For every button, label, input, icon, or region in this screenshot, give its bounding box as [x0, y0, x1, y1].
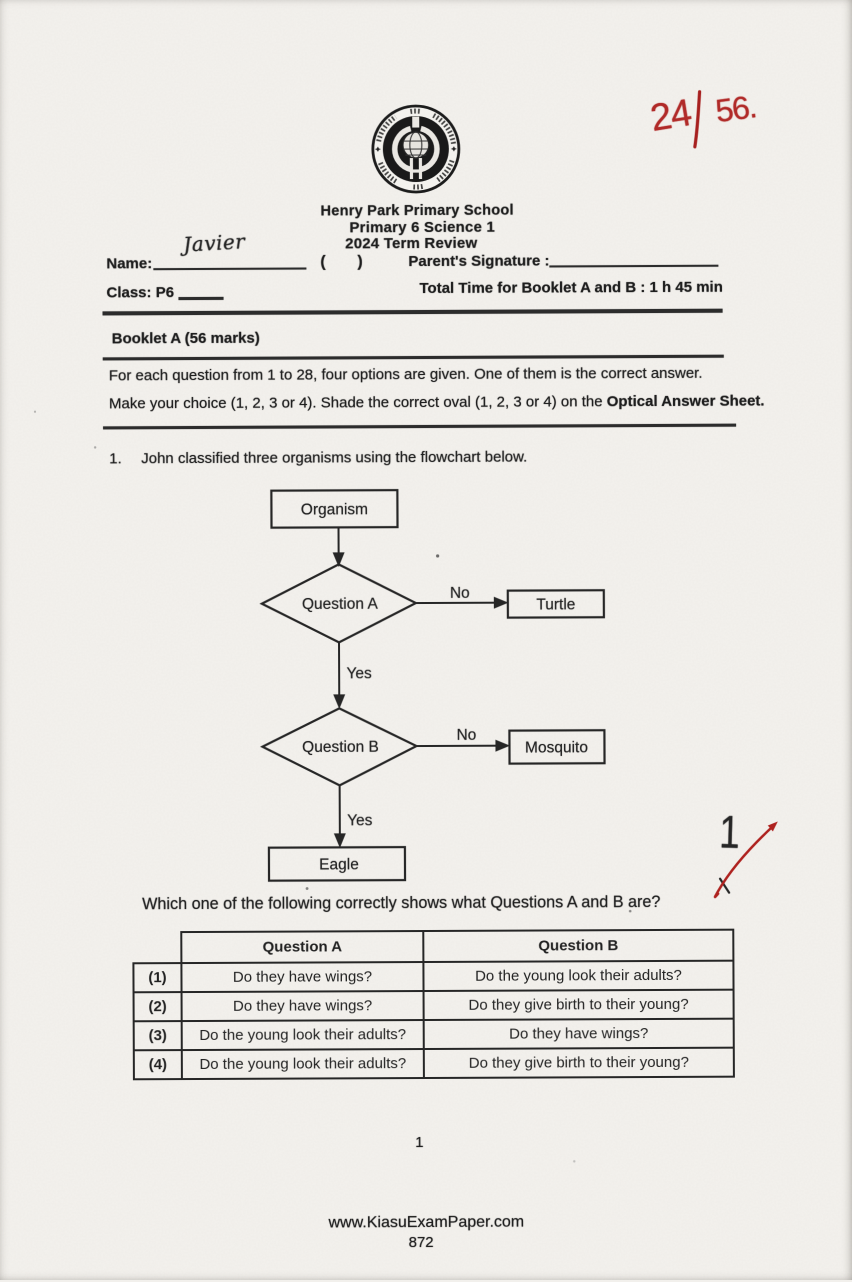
instruction-1: For each question from 1 to 28, four opt… — [109, 365, 703, 385]
class-label: Class: P6 — [106, 284, 174, 301]
flowchart-decision-b-label: Question B — [302, 739, 379, 756]
option-2-label: (2) — [134, 992, 182, 1021]
option-4-question-a: Do the young look their adults? — [182, 1049, 424, 1079]
footer-website: www.KiasuExamPaper.com — [329, 1214, 525, 1233]
flowchart-no-b-label: No — [456, 727, 476, 744]
total-time: Total Time for Booklet A and B : 1 h 45 … — [419, 279, 722, 297]
option-2-question-b: Do they give birth to their young? — [424, 990, 734, 1020]
flowchart-turtle-label: Turtle — [536, 596, 575, 613]
instruction-2: Make your choice (1, 2, 3 or 4). Shade t… — [109, 393, 765, 413]
table-corner-cell — [133, 932, 181, 963]
instruction-2-bold: Optical Answer Sheet. — [607, 393, 765, 411]
flowchart-mosquito-label: Mosquito — [525, 739, 588, 756]
question-1-number: 1. — [109, 450, 122, 467]
score-annotation: 24 56. — [638, 84, 768, 165]
instructions-divider — [103, 424, 736, 429]
name-label: Name: — [106, 255, 152, 272]
score-total: 56. — [714, 88, 758, 130]
options-table: Question A Question B (1) Do they have w… — [132, 929, 735, 1081]
flowchart-yes-b-label: Yes — [347, 812, 373, 829]
table-row: (3) Do the young look their adults? Do t… — [134, 1019, 734, 1051]
table-row: (2) Do they have wings? Do they give bir… — [134, 990, 734, 1022]
option-3-question-b: Do they have wings? — [424, 1019, 734, 1049]
school-logo-icon — [370, 103, 462, 195]
handwritten-student-name: Javier — [183, 229, 246, 256]
flowchart-organism-label: Organism — [301, 501, 368, 518]
flowchart-decision-a-label: Question A — [302, 596, 379, 613]
option-4-label: (4) — [134, 1050, 182, 1079]
instruction-2-text: Make your choice (1, 2, 3 or 4). Shade t… — [109, 393, 607, 412]
parent-signature-label: Parent's Signature : — [408, 252, 549, 270]
footer-paper-code: 872 — [409, 1234, 434, 1251]
booklet-divider — [103, 355, 724, 360]
header-divider — [103, 309, 723, 315]
table-header-question-a: Question A — [181, 931, 423, 963]
booklet-title: Booklet A (56 marks) — [112, 330, 260, 348]
question-1-text: John classified three organisms using th… — [141, 449, 527, 468]
option-3-label: (3) — [134, 1021, 182, 1050]
option-4-question-b: Do they give birth to their young? — [424, 1048, 734, 1078]
option-1-label: (1) — [133, 963, 181, 992]
term-title: 2024 Term Review — [0, 233, 837, 254]
table-row: (1) Do they have wings? Do the young loo… — [133, 961, 733, 993]
flowchart: Organism Question A No Turtle Yes Questi… — [254, 481, 621, 886]
table-row: (4) Do the young look their adults? Do t… — [134, 1048, 734, 1080]
name-underline — [153, 268, 306, 271]
bracket-open: ( — [320, 253, 325, 271]
option-3-question-a: Do the young look their adults? — [182, 1020, 424, 1050]
option-1-question-a: Do they have wings? — [181, 962, 423, 992]
bracket-close: ) — [357, 253, 362, 271]
flowchart-eagle-label: Eagle — [319, 856, 359, 873]
class-underline — [179, 297, 224, 300]
parent-signature-underline — [549, 265, 718, 268]
flowchart-yes-a-label: Yes — [346, 665, 372, 682]
flowchart-no-a-label: No — [450, 585, 470, 602]
option-2-question-a: Do they have wings? — [182, 991, 424, 1021]
marker-tick-icon — [701, 813, 791, 908]
option-1-question-b: Do the young look their adults? — [423, 961, 733, 991]
question-1-prompt: Which one of the following correctly sho… — [142, 893, 660, 914]
table-header-question-b: Question B — [423, 930, 733, 962]
page-number: 1 — [415, 1134, 423, 1151]
